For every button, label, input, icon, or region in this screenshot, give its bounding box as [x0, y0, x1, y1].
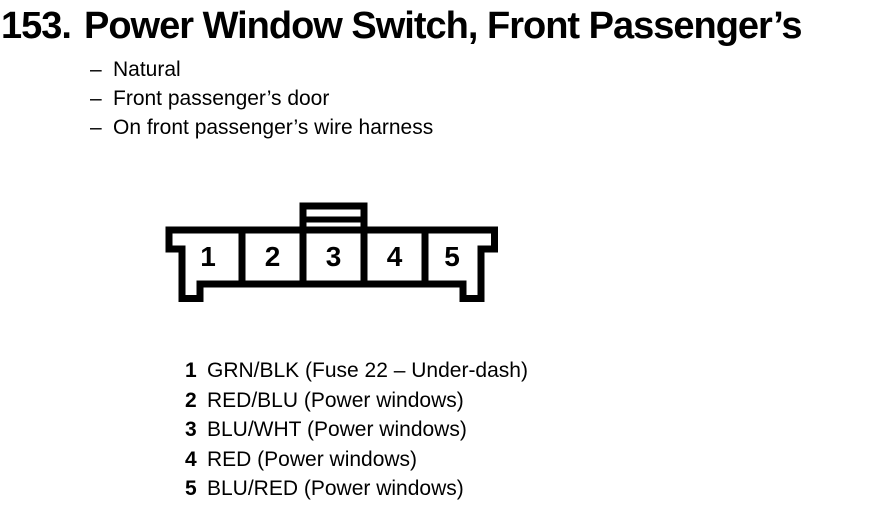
pin-description: BLU/RED (Power windows)	[207, 477, 464, 500]
pin-description: RED (Power windows)	[207, 447, 418, 471]
pin-number: 5	[185, 477, 197, 500]
connector-notes: –Natural –Front passenger’s door –On fro…	[90, 55, 433, 142]
pin-number: 1	[185, 359, 197, 382]
connector-diagram: 1 2 3 4 5	[165, 202, 498, 302]
note-text: On front passenger’s wire harness	[113, 116, 434, 139]
pin-list-row: 2 RED/BLU (Power windows)	[185, 386, 528, 416]
pin-number: 2	[185, 388, 197, 412]
section-number: 153.	[1, 5, 72, 47]
pin-list-row: 4 RED (Power windows)	[185, 445, 528, 475]
pin-cavity-number: 1	[200, 241, 216, 272]
note-text: Natural	[113, 58, 181, 81]
connector-lock-tab-icon	[299, 202, 368, 231]
pin-description: RED/BLU (Power windows)	[207, 388, 464, 412]
pin-description: BLU/WHT (Power windows)	[207, 418, 467, 441]
dash-bullet: –	[90, 87, 102, 110]
pin-list-row: 3 BLU/WHT (Power windows)	[185, 415, 528, 445]
note-item: –On front passenger’s wire harness	[90, 113, 433, 142]
note-text: Front passenger’s door	[113, 87, 330, 110]
note-item: –Front passenger’s door	[90, 84, 433, 113]
pin-list-row: 5 BLU/RED (Power windows)	[185, 474, 528, 504]
note-item: –Natural	[90, 55, 433, 84]
pin-description: GRN/BLK (Fuse 22 – Under-dash)	[207, 359, 528, 382]
section-heading: 153. Power Window Switch, Front Passenger…	[1, 5, 803, 47]
pin-number: 4	[185, 447, 197, 471]
section-title: Power Window Switch, Front Passenger’s	[83, 5, 803, 47]
connector-housing	[165, 226, 498, 302]
pin-number: 3	[185, 418, 197, 441]
pin-list-row: 1 GRN/BLK (Fuse 22 – Under-dash)	[185, 356, 528, 386]
pin-cavity-number: 5	[444, 241, 460, 272]
pin-list: 1 GRN/BLK (Fuse 22 – Under-dash) 2 RED/BLU…	[185, 356, 528, 504]
pin-cavity-number: 4	[387, 241, 403, 272]
dash-bullet: –	[90, 58, 102, 81]
dash-bullet: –	[90, 116, 102, 139]
pin-cavity-number: 2	[265, 241, 281, 272]
pin-cavity-number: 3	[326, 241, 342, 272]
